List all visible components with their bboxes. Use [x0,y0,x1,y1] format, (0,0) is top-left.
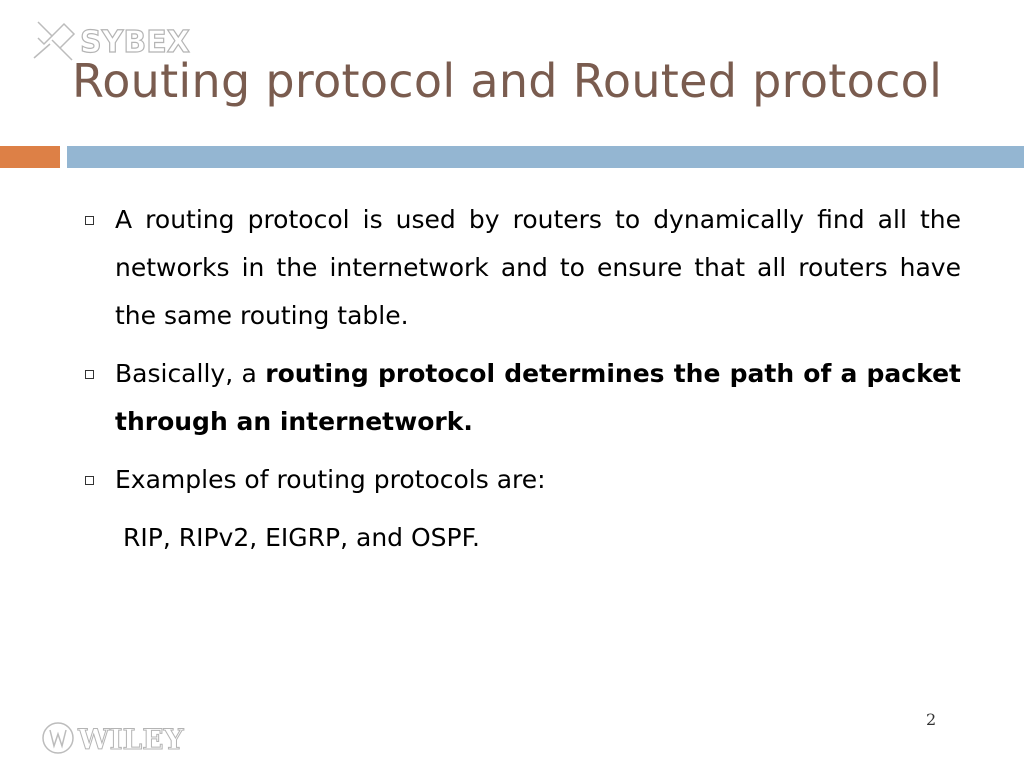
svg-text:WILEY: WILEY [77,723,185,756]
page-number: 2 [926,710,937,729]
slide-content: A routing protocol is used by routers to… [85,196,961,562]
sybex-logo: SYBEX [33,21,190,61]
bullet-item: Examples of routing protocols are: [85,456,961,504]
slide-title: Routing protocol and Routed protocol [72,54,943,108]
bullet-text: Examples of routing protocols are: [115,465,546,494]
bullet-item: Basically, a routing protocol determines… [85,350,961,446]
square-bullet-icon [85,476,94,485]
accent-bar-blue [67,146,1024,168]
bullet-text: A routing protocol is used by routers to… [115,205,961,330]
bullet-bold-text: routing protocol determines the path of … [115,359,961,436]
bullet-item: A routing protocol is used by routers to… [85,196,961,340]
bullet-text: Basically, a [115,359,266,388]
svg-text:SYBEX: SYBEX [80,25,190,60]
square-bullet-icon [85,370,94,379]
square-bullet-icon [85,216,94,225]
wiley-logo: WILEY [42,722,185,757]
examples-list: RIP, RIPv2, EIGRP, and OSPF. [123,523,480,552]
accent-bar-orange [0,146,60,168]
